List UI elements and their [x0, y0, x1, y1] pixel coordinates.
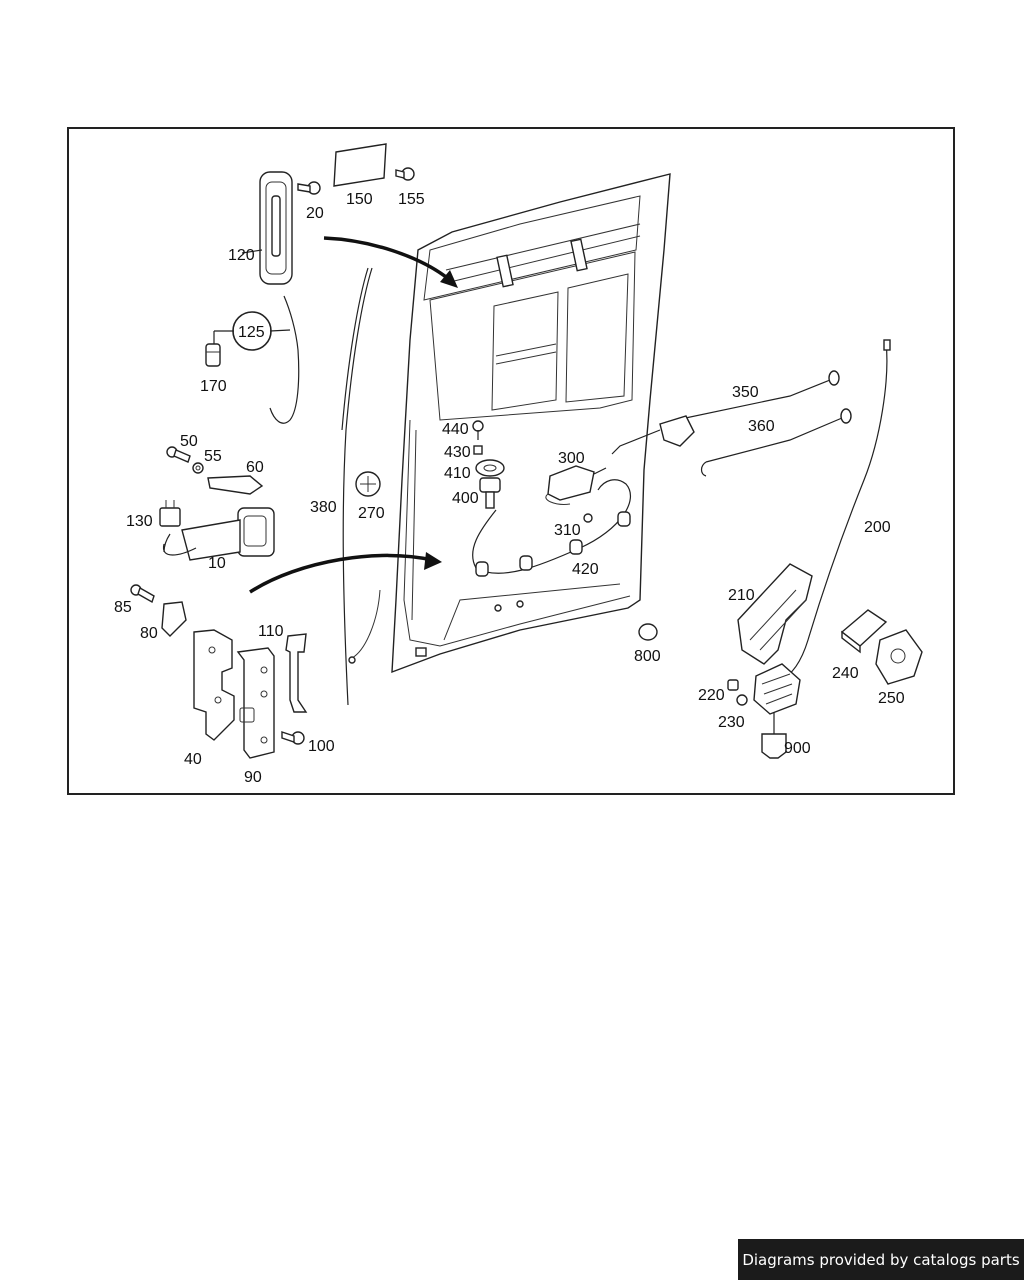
label-230: 230	[718, 714, 745, 731]
label-440: 440	[442, 421, 469, 438]
actuator-300	[545, 465, 607, 505]
label-170: 170	[200, 378, 227, 395]
label-85: 85	[114, 599, 132, 616]
rod-350	[675, 370, 840, 421]
stop-80	[161, 601, 187, 637]
screw-50	[166, 446, 191, 463]
label-800: 800	[634, 648, 661, 665]
label-130: 130	[126, 513, 153, 530]
lock-unit-10	[162, 507, 275, 561]
label-400: 400	[452, 490, 479, 507]
screw-155	[395, 167, 415, 181]
motor-250	[875, 629, 923, 685]
label-100: 100	[308, 738, 335, 755]
label-220: 220	[698, 687, 725, 704]
label-120: 120	[228, 247, 255, 264]
screw-20	[297, 181, 321, 195]
label-300: 300	[558, 450, 585, 467]
clip-430	[473, 445, 483, 455]
label-80: 80	[140, 625, 158, 642]
lock-bracket-210	[737, 563, 813, 665]
release-cable-125	[213, 295, 300, 424]
label-150: 150	[346, 191, 373, 208]
washer-55	[192, 462, 204, 474]
label-270: 270	[358, 505, 385, 522]
label-40: 40	[184, 751, 202, 768]
label-350: 350	[732, 384, 759, 401]
label-240: 240	[832, 665, 859, 682]
label-310: 310	[554, 522, 581, 539]
inner-handle-120	[241, 171, 293, 285]
grommet-270	[355, 471, 381, 497]
bracket-40	[193, 629, 235, 741]
footer-credit-badge: Diagrams provided by catalogs parts	[738, 1239, 1024, 1280]
label-360: 360	[748, 418, 775, 435]
lock-mechanism	[611, 415, 695, 455]
label-10: 10	[208, 555, 226, 572]
wiring-harness-420	[472, 479, 631, 577]
label-250: 250	[878, 690, 905, 707]
label-20: 20	[306, 205, 324, 222]
bolt-220	[727, 679, 739, 691]
control-unit-240	[840, 609, 888, 654]
plug-800	[638, 623, 658, 641]
cover-plate-150	[333, 143, 387, 187]
cable-200	[779, 339, 891, 681]
label-110: 110	[258, 623, 284, 640]
latch-900	[753, 663, 801, 759]
bracket-110	[285, 633, 308, 713]
rod-360	[700, 408, 852, 477]
screw-440	[472, 420, 484, 440]
label-410: 410	[444, 465, 471, 482]
label-430: 430	[444, 444, 471, 461]
bracket-90	[236, 647, 275, 759]
lamp-400	[479, 477, 501, 509]
label-125: 125	[238, 324, 265, 341]
seal-strip-380	[341, 267, 381, 706]
bracket-60	[207, 475, 264, 495]
label-55: 55	[204, 448, 222, 465]
plug-170	[205, 343, 221, 367]
label-210: 210	[728, 587, 755, 604]
label-60: 60	[246, 459, 264, 476]
label-420: 420	[572, 561, 599, 578]
relay-130	[159, 500, 181, 527]
gasket-410	[475, 459, 505, 477]
screw-85	[130, 584, 155, 604]
label-380: 380	[310, 499, 337, 516]
rear-door-panel	[391, 173, 671, 674]
pointer-arrows	[249, 236, 458, 594]
label-200: 200	[864, 519, 891, 536]
label-90: 90	[244, 769, 262, 786]
callout-labels: 20 150 155 120 125 170 50 55 60 130 10 8…	[114, 191, 905, 786]
screw-230	[736, 694, 748, 706]
clip-310	[583, 513, 593, 523]
screw-100	[281, 731, 305, 745]
label-155: 155	[398, 191, 425, 208]
label-900: 900	[784, 740, 811, 757]
label-50: 50	[180, 433, 198, 450]
